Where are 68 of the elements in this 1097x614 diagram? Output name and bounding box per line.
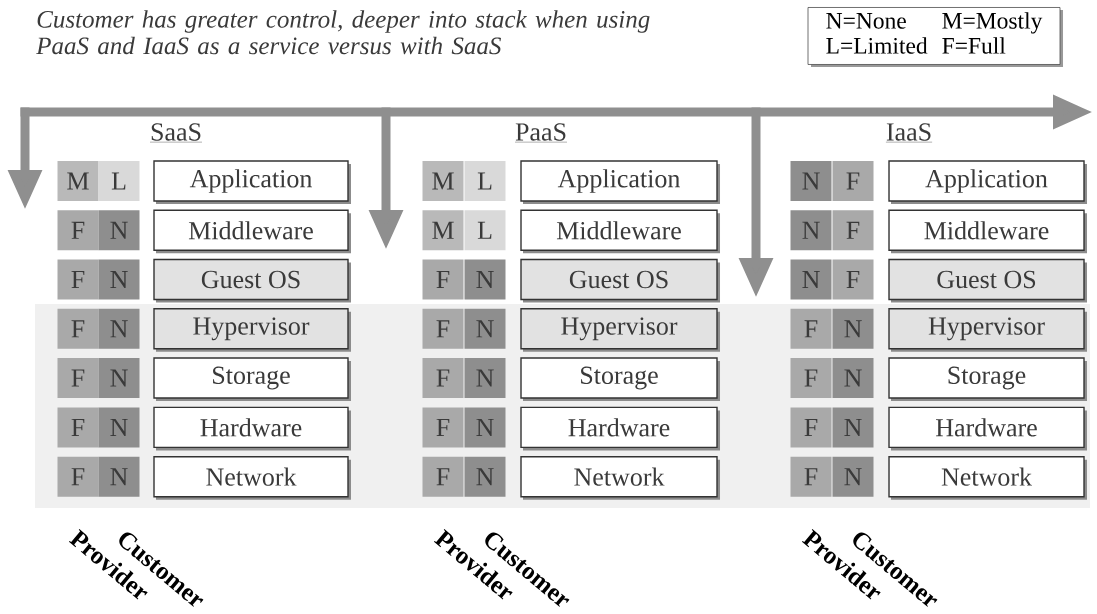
rating-cell: F [57, 407, 99, 448]
rating-cell: F [57, 259, 99, 300]
rating-cell: N [98, 308, 140, 349]
rating-cell: F [57, 308, 99, 349]
rating-cell: N [832, 358, 874, 398]
layer-box: Network [520, 456, 720, 500]
key-box: N=None M=Mostly L=Limited F=Full [807, 7, 1063, 67]
layer-box: Guest OS [520, 258, 720, 303]
rating-cell: F [422, 259, 464, 300]
rating-cell: F [832, 259, 874, 300]
column-heading: IaaS [885, 123, 933, 143]
column-heading: SaaS [149, 123, 203, 143]
rating-cell: N [98, 407, 140, 448]
rating-cell: N [464, 308, 506, 349]
rating-cell: N [790, 259, 832, 300]
layer-box: Hypervisor [153, 308, 351, 352]
layer-box: Application [520, 160, 720, 204]
layer-box: Guest OS [888, 258, 1087, 303]
rating-cell: N [464, 259, 506, 300]
layer-box: Hardware [153, 406, 351, 451]
layer-box: Hardware [520, 406, 720, 451]
rating-cell: F [790, 407, 832, 448]
rating-cell: F [832, 210, 874, 251]
rating-cell: F [57, 358, 99, 398]
title: Customer has greater control, deeper into stack when using PaaS and IaaS as a service versus with SaaS [36, 10, 650, 55]
layer-box: Middleware [888, 209, 1087, 254]
rating-cell: F [422, 456, 464, 497]
rating-cell: F [422, 407, 464, 448]
rating-cell: L [464, 161, 506, 201]
layer-box: Hypervisor [520, 308, 720, 352]
layer-box: Application [888, 160, 1087, 204]
rating-cell: N [98, 456, 140, 497]
layer-box: Guest OS [153, 258, 351, 303]
rating-cell: M [422, 161, 464, 201]
rating-cell: F [57, 210, 99, 251]
rating-cell: F [790, 308, 832, 349]
rating-cell: N [98, 358, 140, 398]
rating-cell: L [464, 210, 506, 251]
rating-cell: N [464, 407, 506, 448]
rating-cell: M [422, 210, 464, 251]
rating-cell: F [57, 456, 99, 497]
rating-cell: N [832, 456, 874, 497]
layer-box: Network [888, 456, 1087, 500]
layer-box: Application [153, 160, 351, 204]
rating-cell: L [98, 161, 140, 201]
rating-cell: N [832, 308, 874, 349]
rating-cell: N [790, 210, 832, 251]
rating-cell: F [422, 358, 464, 398]
layer-box: Network [153, 456, 351, 500]
column-heading: PaaS [514, 123, 568, 143]
rating-cell: F [790, 358, 832, 398]
rating-cell: M [57, 161, 99, 201]
rating-cell: N [98, 259, 140, 300]
layer-box: Storage [153, 357, 351, 401]
layer-box: Storage [888, 357, 1087, 401]
rating-cell: F [832, 161, 874, 201]
layer-box: Middleware [520, 209, 720, 254]
rating-cell: N [464, 456, 506, 497]
rating-cell: N [464, 358, 506, 398]
layer-box: Storage [520, 357, 720, 401]
layer-box: Middleware [153, 209, 351, 254]
layer-box: Hypervisor [888, 308, 1087, 352]
rating-cell: F [790, 456, 832, 497]
layer-box: Hardware [888, 406, 1087, 451]
rating-cell: N [832, 407, 874, 448]
rating-cell: N [98, 210, 140, 251]
rating-cell: F [422, 308, 464, 349]
rating-cell: N [790, 161, 832, 201]
